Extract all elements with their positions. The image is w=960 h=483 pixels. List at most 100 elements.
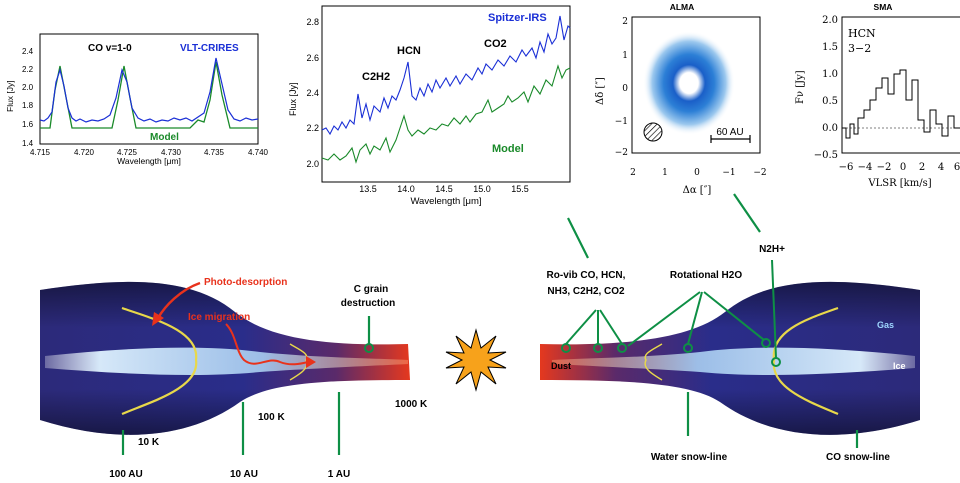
- spitzer-panel: Flux [Jy] 2.0 2.2 2.4 2.6 2.8 13.5 14.0 …: [288, 5, 571, 207]
- crires-ytick: 1.8: [22, 101, 34, 110]
- radius-100au: 100 AU: [109, 469, 143, 480]
- spitzer-ytick: 2.8: [306, 17, 319, 27]
- spitzer-xlabel: Wavelength [μm]: [410, 196, 481, 207]
- alma-xticks: 2 1 0 −1 −2: [630, 168, 767, 178]
- sma-spectrum: [842, 69, 960, 139]
- crires-label: CO v=1-0: [88, 43, 132, 54]
- sma-panel: SMA HCN 3−2 Fν [Jy] 2.0 1.5 1.0 0.5 0.0 …: [795, 2, 960, 189]
- spitzer-ytick: 2.6: [306, 53, 319, 63]
- alma-ylabel: Δδ [″]: [595, 77, 606, 105]
- crires-ylabel: Flux [Jy]: [5, 80, 15, 112]
- crires-yticks: 1.4 1.6 1.8 2.0 2.2 2.4: [22, 47, 34, 148]
- crires-xlabel: Wavelength [μm]: [117, 156, 181, 166]
- ro-vib-marker-2: [593, 343, 603, 353]
- radius-10au: 10 AU: [230, 469, 258, 480]
- spitzer-xtick: 14.0: [397, 184, 415, 194]
- n2h-callout: [771, 259, 777, 359]
- alma-ytick: 1: [622, 51, 628, 61]
- left-annotations: Photo-desorption Ice migration C grain d…: [109, 277, 428, 480]
- disk-label-dust: Dust: [551, 361, 571, 371]
- label-ro-vib-2: NH3, C2H2, CO2: [547, 286, 625, 297]
- crires-xtick: 4.725: [117, 148, 138, 157]
- star-icon: [445, 328, 507, 392]
- sma-transition: 3−2: [848, 42, 871, 55]
- crires-xtick: 4.730: [161, 148, 182, 157]
- spitzer-ytick: 2.2: [306, 123, 319, 133]
- c-grain-marker: [364, 343, 374, 353]
- temp-10k: 10 K: [138, 437, 160, 448]
- alma-xtick: −2: [753, 168, 766, 178]
- disk-right-half: Gas Ice Dust: [540, 281, 920, 435]
- alma-xtick: 0: [694, 168, 700, 178]
- label-n2h: N2H+: [759, 244, 785, 255]
- alma-yticks: 2 1 0 −1 −2: [615, 17, 629, 158]
- sma-xticks: −6 −4 −2 0 2 4 6: [839, 162, 960, 173]
- alma-ytick: 0: [622, 84, 628, 94]
- spitzer-yticks: 2.0 2.2 2.4 2.6 2.8: [306, 17, 319, 169]
- radius-1au: 1 AU: [328, 469, 350, 480]
- sma-ylabel: Fν [Jy]: [795, 70, 806, 104]
- sma-ytick: 1.0: [822, 69, 838, 80]
- sma-line-name: HCN: [848, 27, 876, 40]
- rot-h2o-callout-1: [627, 291, 701, 347]
- sma-xtick: 0: [900, 162, 906, 173]
- temp-1000k: 1000 K: [395, 399, 428, 410]
- spitzer-ylabel: Flux [Jy]: [288, 82, 298, 116]
- spitzer-xtick: 13.5: [359, 184, 377, 194]
- sma-ytick: 1.5: [822, 42, 838, 53]
- alma-ytick: 2: [622, 17, 628, 27]
- crires-ytick: 1.6: [22, 120, 34, 129]
- crires-instrument: VLT-CRIRES: [180, 43, 239, 54]
- spitzer-model-label: Model: [492, 143, 524, 155]
- ro-vib-marker-1: [561, 343, 571, 353]
- sma-title: SMA: [874, 2, 893, 12]
- sma-xtick: −6: [839, 162, 854, 173]
- spitzer-xtick: 15.0: [473, 184, 491, 194]
- spitzer-ytick: 2.4: [306, 88, 319, 98]
- alma-disk-image: [643, 31, 735, 135]
- label-ro-vib-1: Ro-vib CO, HCN,: [547, 270, 626, 281]
- ice-migration-arrow: [225, 323, 309, 366]
- label-c-grain: C grain: [354, 284, 388, 295]
- crires-xtick: 4.735: [204, 148, 225, 157]
- crires-xtick: 4.715: [30, 148, 51, 157]
- n2h-marker: [771, 357, 781, 367]
- spitzer-instrument: Spitzer-IRS: [488, 12, 547, 24]
- spitzer-xtick: 15.5: [511, 184, 529, 194]
- sma-xtick: 2: [919, 162, 925, 173]
- disk-right-snowline-outer: [772, 306, 839, 416]
- alma-xlabel: Δα [″]: [683, 185, 712, 196]
- disk-left-half: [40, 281, 410, 435]
- crires-observed-line: [39, 57, 259, 123]
- disk-label-ice: Ice: [893, 361, 906, 371]
- spitzer-plot-frame: [321, 5, 571, 183]
- sma-xtick: −4: [858, 162, 873, 173]
- alma-title: ALMA: [670, 2, 695, 12]
- alma-panel: ALMA 60 AU Δδ [″] 2 1 0 −1 −2 2 1 0 −1 −…: [595, 2, 767, 196]
- spitzer-line-hcn: HCN: [397, 45, 421, 57]
- crires-ytick: 2.4: [22, 47, 34, 56]
- alma-xtick: 2: [630, 168, 636, 178]
- alma-ytick: −2: [615, 148, 628, 158]
- label-water-snowline: Water snow-line: [651, 452, 728, 463]
- spitzer-ytick: 2.0: [306, 159, 319, 169]
- ro-vib-marker-3: [617, 343, 627, 353]
- label-c-grain-destruction: destruction: [341, 298, 395, 309]
- spitzer-model-line: [321, 64, 571, 164]
- crires-model-label: Model: [150, 132, 179, 143]
- sma-ytick: 0.0: [822, 123, 838, 134]
- crires-plot-frame: [39, 33, 259, 145]
- sma-xtick: 4: [938, 162, 944, 173]
- spitzer-xtick: 14.5: [435, 184, 453, 194]
- sma-xtick: −2: [877, 162, 892, 173]
- alma-pointer: [567, 217, 589, 259]
- alma-beam: [643, 122, 663, 142]
- temp-100k: 100 K: [258, 412, 285, 423]
- sma-yticks: 2.0 1.5 1.0 0.5 0.0 −0.5: [814, 15, 838, 161]
- ro-vib-callout-1: [565, 309, 597, 345]
- disk-label-gas: Gas: [877, 320, 894, 330]
- alma-xtick: −1: [722, 168, 735, 178]
- sma-ytick: −0.5: [814, 150, 838, 161]
- photo-desorption-arrowhead: [152, 312, 164, 326]
